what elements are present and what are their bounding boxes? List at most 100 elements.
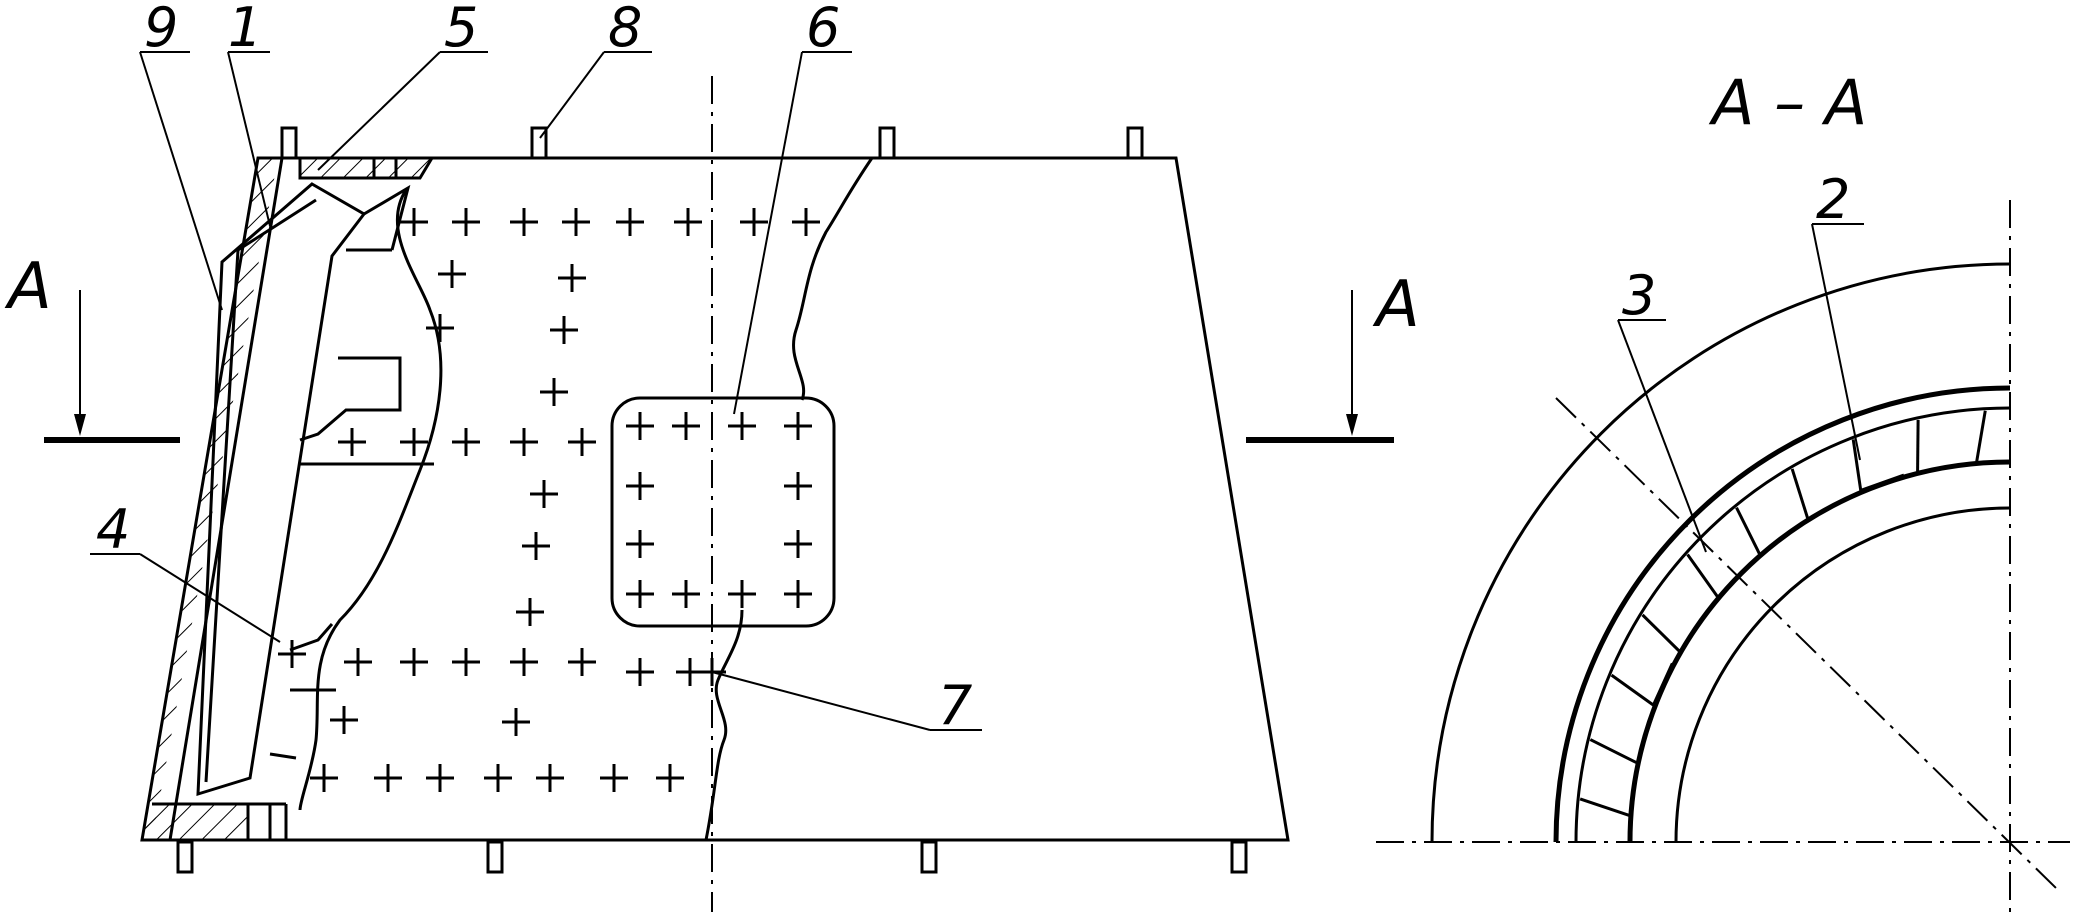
section-marker-left: A <box>4 250 52 324</box>
callout-6: 6 <box>806 0 840 59</box>
cross-mark <box>740 208 768 236</box>
cross-mark <box>426 764 454 792</box>
callout-8: 8 <box>608 0 642 59</box>
cross-mark <box>626 530 654 558</box>
callout-7: 7 <box>938 674 972 737</box>
callout-3-leader <box>1617 319 1707 553</box>
radial-ribs <box>1579 410 1987 817</box>
cross-mark <box>558 264 586 292</box>
cross-mark <box>656 764 684 792</box>
bottom-block-hatch <box>142 804 248 840</box>
inspection-window <box>610 396 836 628</box>
rib <box>1610 673 1655 707</box>
stud <box>176 840 194 874</box>
cross-mark <box>510 428 538 456</box>
cross-mark <box>540 378 568 406</box>
cross-mark <box>310 764 338 792</box>
cross-mark <box>568 428 596 456</box>
cross-mark <box>600 764 628 792</box>
cross-mark <box>674 208 702 236</box>
cross-mark <box>452 648 480 676</box>
outer-shell-arc <box>1430 262 2011 843</box>
cross-mark <box>400 208 428 236</box>
cross-mark <box>616 208 644 236</box>
callout-1-leader <box>227 51 271 227</box>
stud <box>486 840 504 874</box>
cross-mark <box>626 580 654 608</box>
cross-mark <box>626 658 654 686</box>
callout-3: 3 <box>1622 264 1656 327</box>
rib-foot <box>1860 473 1905 492</box>
rib <box>1790 468 1810 519</box>
cross-mark <box>330 706 358 734</box>
rib <box>1975 410 1987 462</box>
callout-6-leader <box>733 51 803 415</box>
rib <box>1589 738 1638 764</box>
top-wall-hatch <box>300 158 432 178</box>
lining-mid-arc <box>1574 406 2011 843</box>
cross-mark <box>522 532 550 560</box>
cross-mark <box>374 764 402 792</box>
rib <box>1735 506 1761 555</box>
cross-mark <box>536 764 564 792</box>
filler-crosses <box>278 208 820 792</box>
section-arrow-left-head <box>74 414 86 436</box>
section-arrow-right-head <box>1346 414 1358 436</box>
bore-arc <box>1674 506 2011 843</box>
cross-mark <box>400 648 428 676</box>
cross-mark <box>784 530 812 558</box>
callout-4: 4 <box>96 498 130 561</box>
callout-4-leader <box>139 553 281 643</box>
cross-mark <box>438 260 466 288</box>
lining-inner-arc <box>1627 459 2011 843</box>
cross-mark <box>452 208 480 236</box>
cross-mark <box>728 580 756 608</box>
stud <box>920 840 938 874</box>
cross-mark <box>452 428 480 456</box>
callout-9-leader <box>139 51 223 311</box>
electrode-channel-inner <box>204 198 317 783</box>
cross-mark <box>784 472 812 500</box>
callout-1: 1 <box>228 0 262 59</box>
cross-mark <box>344 648 372 676</box>
cross-mark <box>400 428 428 456</box>
main-view: A A <box>4 76 1420 912</box>
callouts: 9 1 5 8 6 4 7 <box>90 0 982 737</box>
top-studs <box>280 126 1144 160</box>
cross-mark <box>626 472 654 500</box>
callout-8-leader <box>539 51 605 139</box>
stud <box>280 126 298 160</box>
rib <box>1579 797 1630 817</box>
cross-mark <box>792 208 820 236</box>
break-line-left <box>298 189 443 811</box>
rib <box>1641 613 1681 653</box>
cross-mark <box>568 648 596 676</box>
cross-mark <box>784 580 812 608</box>
cross-mark <box>502 708 530 736</box>
rib <box>1686 553 1719 598</box>
section-marker-right: A <box>1372 268 1420 342</box>
cross-mark <box>626 412 654 440</box>
cross-mark <box>510 648 538 676</box>
stud <box>1126 126 1144 160</box>
cross-mark <box>672 412 700 440</box>
inner-wall-line <box>168 157 284 841</box>
stud <box>878 126 896 160</box>
callout-7-leader <box>711 671 931 731</box>
rib <box>1916 419 1920 472</box>
rib-foot <box>1652 662 1674 706</box>
callout-2: 2 <box>1816 168 1850 231</box>
cross-mark <box>516 598 544 626</box>
cross-mark <box>510 208 538 236</box>
cross-mark <box>562 208 590 236</box>
stud <box>1230 840 1248 874</box>
section-view-a-a: A – A 3 2 <box>1376 66 2070 912</box>
cross-mark <box>426 314 454 342</box>
rib <box>1851 439 1863 491</box>
cross-mark <box>484 764 512 792</box>
break-line-right <box>704 157 874 841</box>
callout-9: 9 <box>144 0 178 59</box>
section-axis-diagonal <box>1555 397 2059 891</box>
lining-outer-arc <box>1553 385 2011 843</box>
